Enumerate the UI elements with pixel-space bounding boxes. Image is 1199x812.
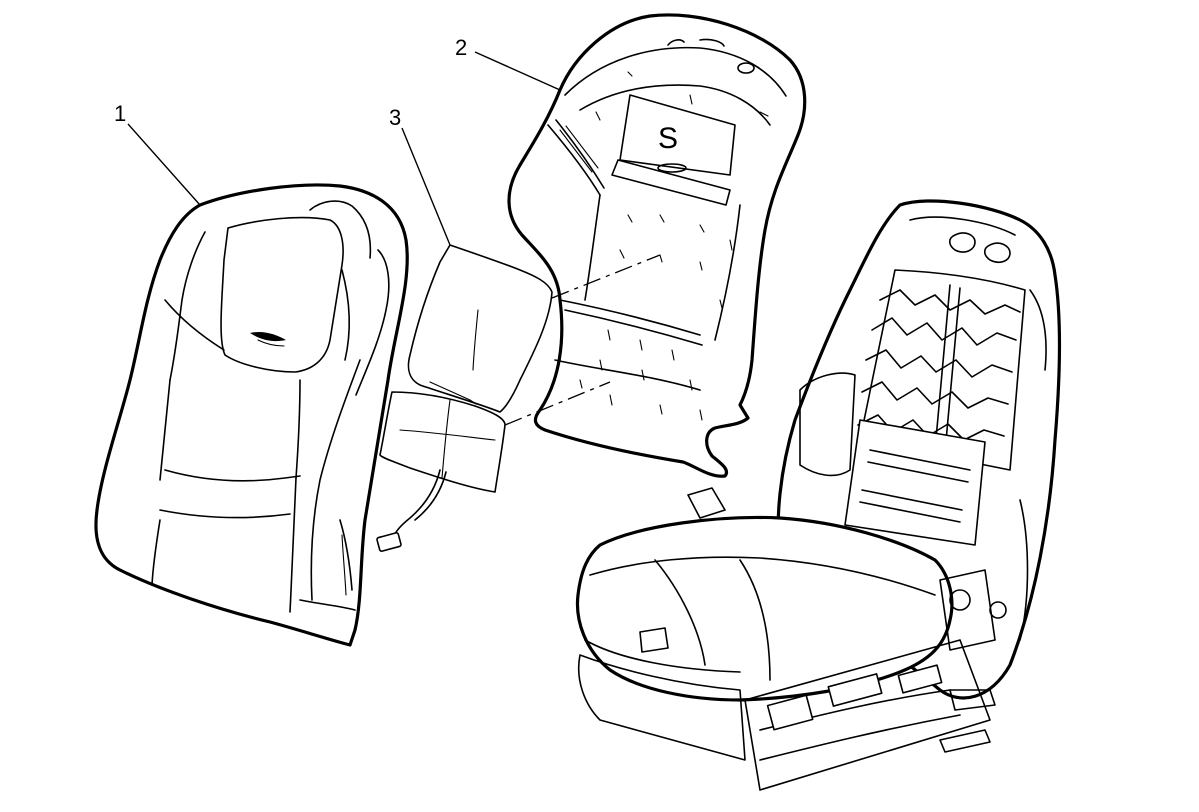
seat-adjuster-rails xyxy=(577,654,746,761)
recliner-pivot xyxy=(949,589,971,611)
pad-logo-letter: S xyxy=(658,122,678,155)
lumbar-support-panel xyxy=(844,419,986,546)
callout-3: 3 xyxy=(389,105,402,130)
headrest-post-hole-left xyxy=(667,39,685,46)
seat-back-cushion-pad: S xyxy=(507,13,807,478)
leader-line-1 xyxy=(127,123,201,206)
logo-emblem xyxy=(250,331,286,342)
leader-lines xyxy=(127,51,561,246)
seat-back-heater-element xyxy=(376,244,553,552)
leader-line-3 xyxy=(401,127,451,246)
pad-surface-marks xyxy=(579,71,769,421)
heater-harness-wire xyxy=(391,469,441,541)
seat-back-cover xyxy=(94,183,409,647)
heater-connector xyxy=(376,532,402,552)
callout-2: 2 xyxy=(455,35,468,60)
headrest-post-hole-right xyxy=(737,62,755,74)
leader-line-2 xyxy=(474,51,561,91)
seat-frame-assembly xyxy=(575,199,1062,791)
seat-belt-buckle xyxy=(687,487,726,519)
alignment-lines xyxy=(504,254,661,426)
seat-cushion xyxy=(575,515,954,702)
headrest-guide-right xyxy=(983,242,1011,263)
headrest-guide-left xyxy=(948,232,976,253)
callout-1: 1 xyxy=(114,101,127,126)
